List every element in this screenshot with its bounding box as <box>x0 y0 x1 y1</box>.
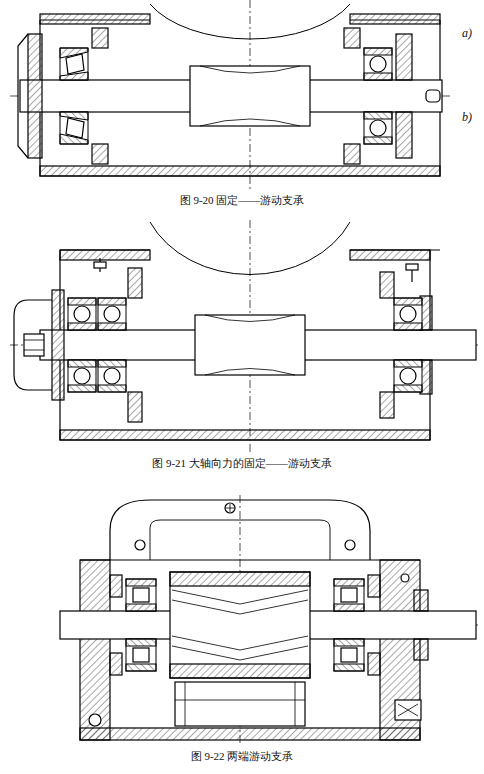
drawing-stroke <box>394 360 422 392</box>
drawing-stroke <box>92 144 108 164</box>
drawing-stroke <box>170 572 310 678</box>
drawing-stroke <box>80 560 110 740</box>
drawing-stroke <box>24 340 44 350</box>
drawing-stroke <box>368 575 380 597</box>
drawing-stroke <box>110 575 122 597</box>
drawing-stroke <box>426 90 440 102</box>
drawing-stroke <box>128 392 142 422</box>
drawing-stroke <box>175 682 305 726</box>
drawing-stroke <box>89 714 101 726</box>
figure-caption: 图 9-21 大轴向力的固定——游动支承 <box>152 457 332 469</box>
drawing-stroke <box>200 66 300 126</box>
drawing-stroke <box>28 34 42 158</box>
drawing-stroke <box>406 264 418 270</box>
drawing-stroke <box>334 579 364 611</box>
drawing-stroke <box>398 704 418 716</box>
drawing-stroke <box>414 590 428 611</box>
drawing-stroke <box>205 315 295 375</box>
drawing-stroke <box>126 579 156 611</box>
drawing-stroke <box>414 639 428 660</box>
view-label: a) <box>462 27 472 40</box>
drawing-stroke <box>14 300 52 390</box>
drawing-stroke <box>226 504 234 512</box>
drawing-stroke <box>225 503 235 513</box>
figure-caption: 图 9-22 两端游动支承 <box>191 750 294 762</box>
drawing-stroke <box>401 574 409 582</box>
drawing-stroke <box>40 14 150 24</box>
drawing-stroke <box>80 728 420 740</box>
drawing-stroke <box>394 298 422 330</box>
drawing-stroke <box>195 315 305 375</box>
figure-caption: 图 9-20 固定——游动支承 <box>180 194 305 206</box>
drawing-stroke <box>380 272 394 298</box>
drawing-stroke <box>380 392 394 418</box>
drawing-stroke <box>190 66 310 126</box>
drawing-stroke <box>68 298 96 330</box>
drawing-stroke <box>368 653 380 675</box>
drawing-stroke <box>344 144 360 164</box>
drawing-stroke <box>110 653 122 675</box>
drawing-stroke <box>60 112 88 144</box>
drawing-stroke <box>24 334 44 356</box>
drawing-stroke <box>334 639 364 671</box>
drawing-stroke <box>94 262 106 268</box>
drawing-stroke <box>396 112 412 158</box>
drawing-stroke <box>175 682 305 726</box>
drawing-stroke <box>98 360 126 392</box>
drawing-stroke <box>92 28 108 48</box>
drawing-stroke <box>68 360 96 392</box>
drawing-stroke <box>80 559 420 560</box>
drawing-stroke <box>344 28 360 48</box>
drawing-stroke <box>395 700 421 720</box>
drawing-stroke <box>18 34 28 158</box>
drawing-stroke <box>364 48 392 80</box>
figure-9-21 <box>10 220 478 455</box>
drawing-stroke <box>345 540 355 550</box>
drawing-stroke <box>60 250 150 260</box>
drawing-stroke <box>396 34 412 80</box>
drawing-stroke <box>98 298 126 330</box>
figure-9-20 <box>10 0 450 190</box>
drawing-stroke <box>350 14 440 24</box>
drawing-stroke <box>170 572 310 586</box>
drawing-stroke <box>350 250 430 260</box>
drawing-stroke <box>364 112 392 144</box>
drawing-stroke <box>40 166 440 176</box>
drawing-stroke <box>128 268 142 298</box>
drawing-stroke <box>60 48 88 80</box>
drawing-stroke <box>170 664 310 678</box>
view-label: b) <box>462 111 472 124</box>
drawing-stroke <box>135 540 145 550</box>
drawing-stroke <box>172 590 308 660</box>
drawing-stroke <box>52 290 64 400</box>
figure-9-22 <box>60 495 478 745</box>
drawing-stroke <box>60 430 430 440</box>
drawing-stroke <box>126 639 156 671</box>
